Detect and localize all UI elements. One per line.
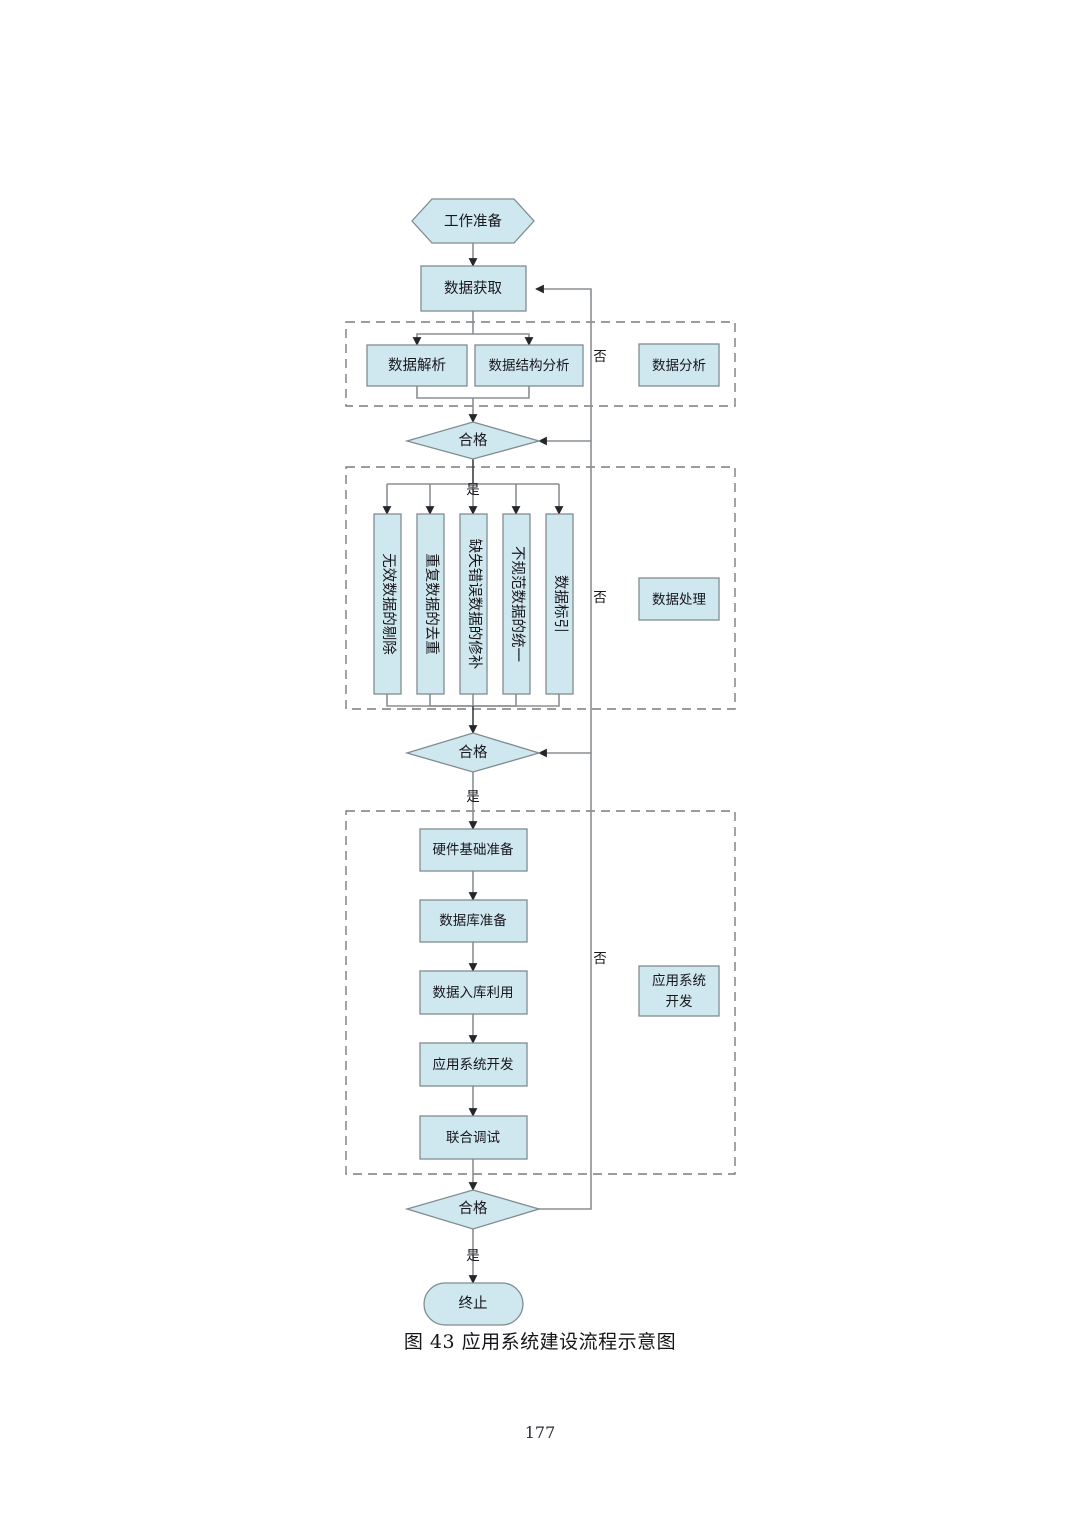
node-end-label: 终止 [459, 1295, 488, 1312]
node-hw[interactable] [419, 828, 528, 872]
page-number: 177 [524, 1423, 556, 1442]
node-load-label: 数据入库利用 [433, 985, 514, 1001]
group-box-app-development [345, 810, 736, 1175]
node-end[interactable] [423, 1282, 524, 1326]
edge-check3-no-to-check2 [535, 748, 592, 1210]
node-appdev[interactable] [419, 1042, 528, 1087]
edge-struct-to-merge [473, 386, 530, 399]
edge-label-check3-no: 否 [593, 951, 607, 967]
edge-parse-to-merge [416, 386, 473, 399]
figure-caption: 图 43 应用系统建设流程示意图 [403, 1331, 677, 1353]
node-struct-label: 数据结构分析 [489, 358, 570, 374]
node-p5[interactable] [545, 513, 574, 695]
node-check3[interactable] [404, 1189, 542, 1230]
node-db-label: 数据库准备 [439, 912, 507, 929]
node-start-label: 工作准备 [444, 213, 502, 230]
node-p1[interactable] [373, 513, 402, 695]
edge-p4-to-merge [473, 694, 517, 707]
node-acquire[interactable] [420, 265, 527, 312]
edge-acquire-to-parse [412, 333, 473, 346]
node-start[interactable] [411, 198, 535, 244]
node-load[interactable] [419, 970, 528, 1015]
node-p5-label: 数据标引 [552, 575, 569, 633]
node-check2-label: 合格 [459, 744, 488, 761]
edge-label-check1-no: 否 [593, 349, 607, 365]
node-appdev-label: 应用系统开发 [433, 1056, 514, 1073]
group-box-data-processing [345, 466, 736, 710]
group-label-app-development-line2: 开发 [666, 994, 694, 1010]
node-p3[interactable] [459, 513, 488, 695]
node-jointtest-label: 联合调试 [446, 1130, 500, 1146]
edge-label-check3-yes: 是 [466, 1248, 480, 1264]
node-p2-label: 重复数据的去重 [423, 553, 441, 655]
node-jointtest[interactable] [419, 1115, 528, 1160]
node-p4[interactable] [502, 513, 531, 695]
group-label-box-data-processing[interactable] [638, 577, 720, 621]
node-hw-label: 硬件基础准备 [433, 841, 514, 858]
edge-p5-to-merge [473, 694, 560, 707]
node-db[interactable] [419, 899, 528, 943]
node-check1-label: 合格 [459, 432, 488, 449]
edge-acquire-to-struct [473, 333, 534, 346]
node-parse[interactable] [366, 344, 468, 387]
node-check2[interactable] [404, 732, 542, 773]
group-label-data-processing: 数据处理 [652, 592, 706, 608]
group-label-data-analysis: 数据分析 [652, 358, 706, 374]
node-struct[interactable] [474, 344, 584, 387]
group-label-box-data-analysis[interactable] [638, 343, 720, 387]
node-p2[interactable] [416, 513, 445, 695]
edge-label-check2-yes: 是 [466, 789, 480, 805]
group-label-box-app-development[interactable] [638, 965, 720, 1017]
node-check3-label: 合格 [459, 1200, 488, 1217]
node-p3-label: 缺失错误数据的修补 [466, 539, 483, 670]
node-parse-label: 数据解析 [388, 357, 446, 374]
node-p1-label: 无效数据的剔除 [380, 553, 397, 655]
edge-check1-no-to-acquire [535, 284, 592, 441]
edge-label-check1-yes: 是 [466, 482, 480, 498]
edge-label-check2-no: 否 [593, 590, 607, 606]
group-box-data-analysis [345, 321, 736, 407]
node-acquire-label: 数据获取 [444, 280, 502, 297]
group-label-app-development-line1: 应用系统 [652, 972, 706, 989]
node-check1[interactable] [404, 421, 542, 460]
node-p4-label: 不规范数据的统一 [509, 546, 526, 662]
edge-p2-to-merge [429, 694, 473, 707]
